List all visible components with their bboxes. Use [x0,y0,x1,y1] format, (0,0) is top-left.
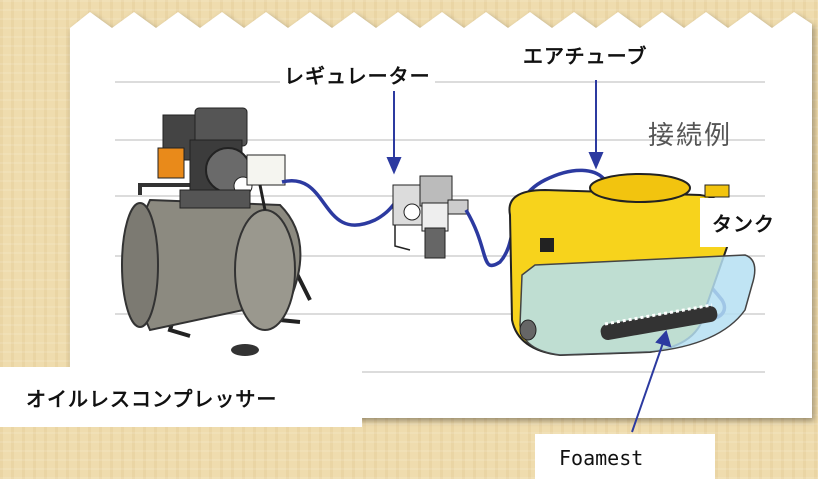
tank-label: タンク [700,198,789,247]
regulator-label: レギュレーター [280,58,435,91]
air-tube-label: エアチューブ [519,38,652,71]
tank [508,173,756,357]
compressor-label: オイルレスコンプレッサー [0,367,362,427]
foamest-label: Foamest [535,434,715,479]
tank-water [519,254,756,356]
regulator [392,175,469,259]
tube-compressor-regulator [281,178,400,227]
compressor [121,107,312,356]
arrows [386,80,672,433]
connection-example-label: 接続例 [648,121,733,151]
